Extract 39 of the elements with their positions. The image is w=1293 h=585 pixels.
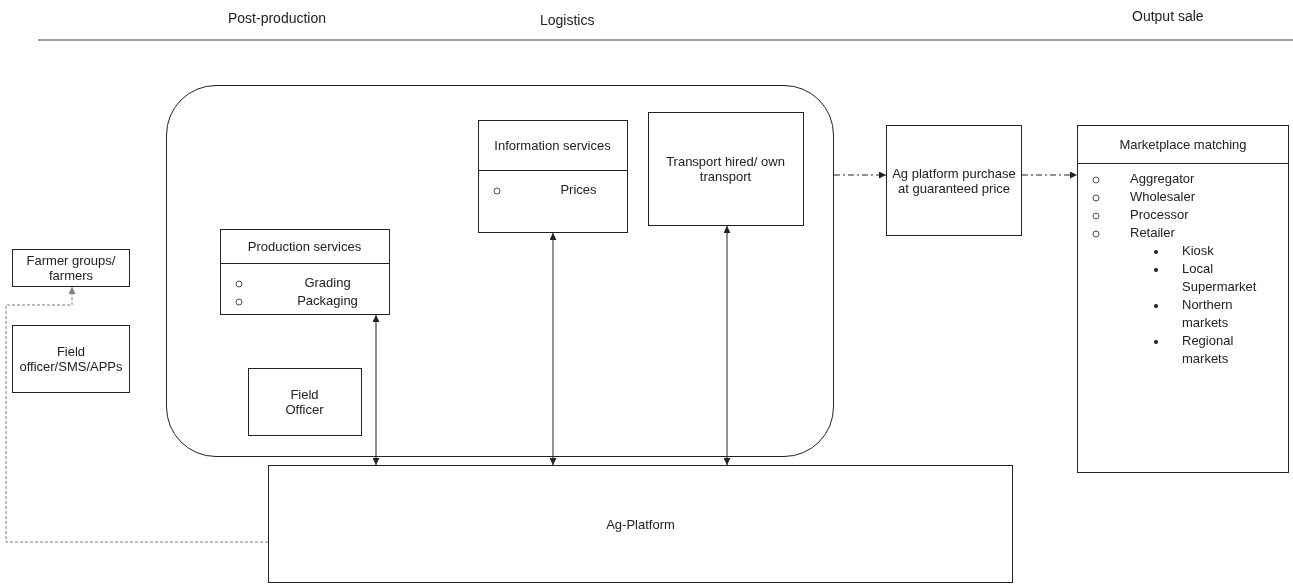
list-item: Local Supermarket — [1182, 260, 1258, 296]
arrow — [372, 314, 380, 466]
service-box — [219, 228, 390, 315]
list-item: Prices — [559, 180, 598, 199]
stage-heading: Post-production — [228, 10, 327, 26]
box-label: Transport hired/ own transport — [665, 153, 786, 184]
box-heading: Production services — [220, 229, 389, 264]
list-item: Regional markets — [1182, 332, 1235, 368]
process-box — [12, 249, 130, 287]
stage-heading: Output sale — [1132, 8, 1204, 24]
arrow — [723, 225, 731, 466]
box-heading: Marketplace matching — [1078, 126, 1288, 164]
list-item: Processor — [1130, 206, 1190, 224]
dashed-arrow — [833, 171, 887, 179]
list-item: Aggregator — [1130, 170, 1196, 188]
box-label: Ag platform purchase at guaranteed price — [891, 165, 1017, 196]
list-item: Wholesaler — [1130, 188, 1197, 206]
box-label: Ag-Platform — [606, 516, 675, 532]
box-heading: Information services — [478, 120, 627, 171]
platform-box — [268, 465, 1013, 583]
list-item: Kiosk — [1182, 242, 1215, 260]
dashed-arrow — [5, 286, 269, 543]
process-box — [647, 111, 804, 226]
service-box — [477, 119, 628, 233]
dashed-arrow — [1021, 171, 1078, 179]
process-box — [12, 325, 130, 393]
box-label: Farmer groups/ farmers — [25, 253, 117, 283]
list-item: Grading — [303, 273, 352, 292]
list-item: Northern markets — [1182, 296, 1234, 332]
list-item: Retailer — [1130, 224, 1176, 242]
group-container — [166, 85, 834, 457]
list-item: Packaging — [296, 291, 359, 310]
box-label: Field officer/SMS/APPs — [18, 344, 124, 374]
stage-heading: Logistics — [540, 12, 595, 28]
arrow — [549, 232, 557, 466]
process-box — [247, 367, 362, 436]
process-box — [886, 125, 1022, 236]
market-box — [1077, 125, 1289, 473]
box-label: Field Officer — [284, 386, 325, 417]
